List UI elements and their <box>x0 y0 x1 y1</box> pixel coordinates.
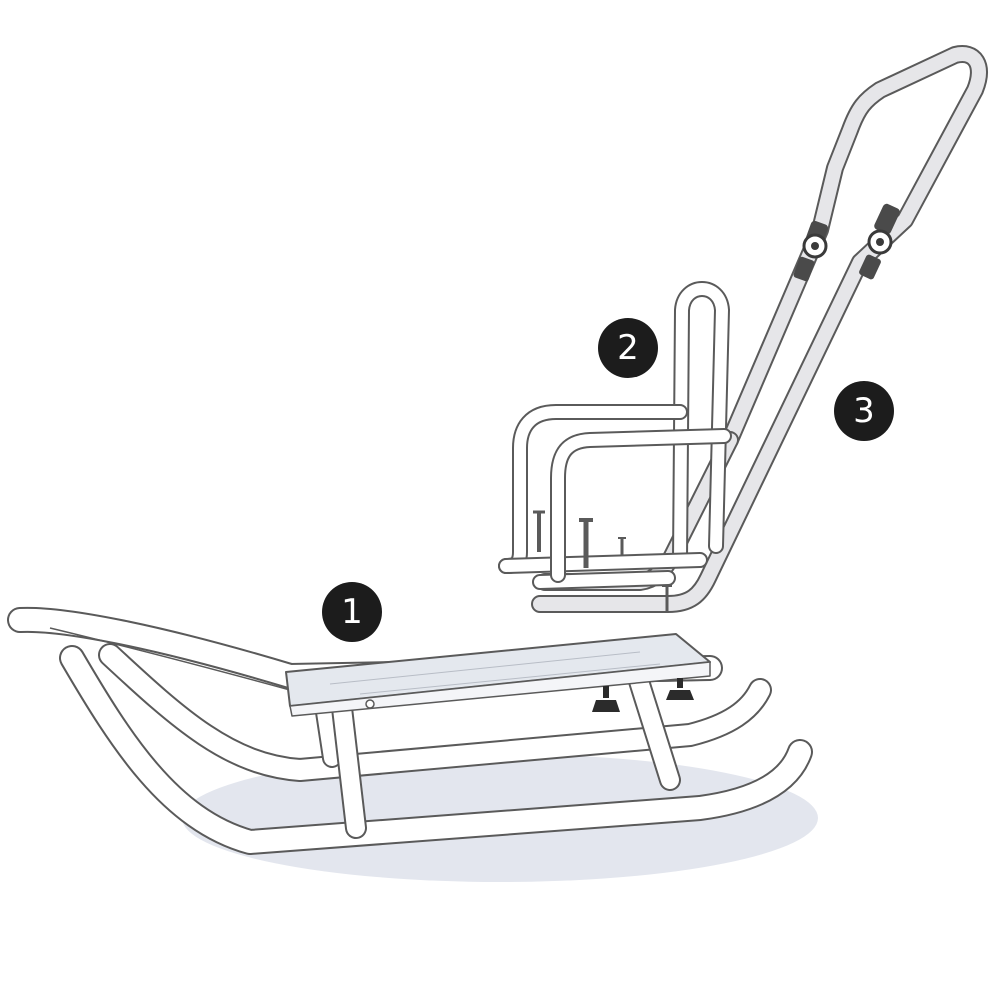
part-number-label: 1 <box>341 592 363 632</box>
part-number-label: 3 <box>853 391 875 431</box>
side-rail <box>7 606 723 691</box>
hinge-joint <box>793 203 900 282</box>
part-number-badge-2: 2 <box>598 318 658 378</box>
rear-leg <box>315 667 681 791</box>
part-number-label: 2 <box>617 328 639 368</box>
seat-backrest <box>498 281 732 590</box>
front-runner <box>59 645 813 855</box>
back-runner <box>98 643 772 782</box>
seat-board <box>285 633 711 717</box>
mounting-knob <box>592 678 694 712</box>
sled-base <box>7 606 813 855</box>
seat-screw <box>533 510 626 568</box>
part-number-badge-3: 3 <box>834 381 894 441</box>
front-leg <box>331 697 367 839</box>
part-number-badge-1: 1 <box>322 582 382 642</box>
